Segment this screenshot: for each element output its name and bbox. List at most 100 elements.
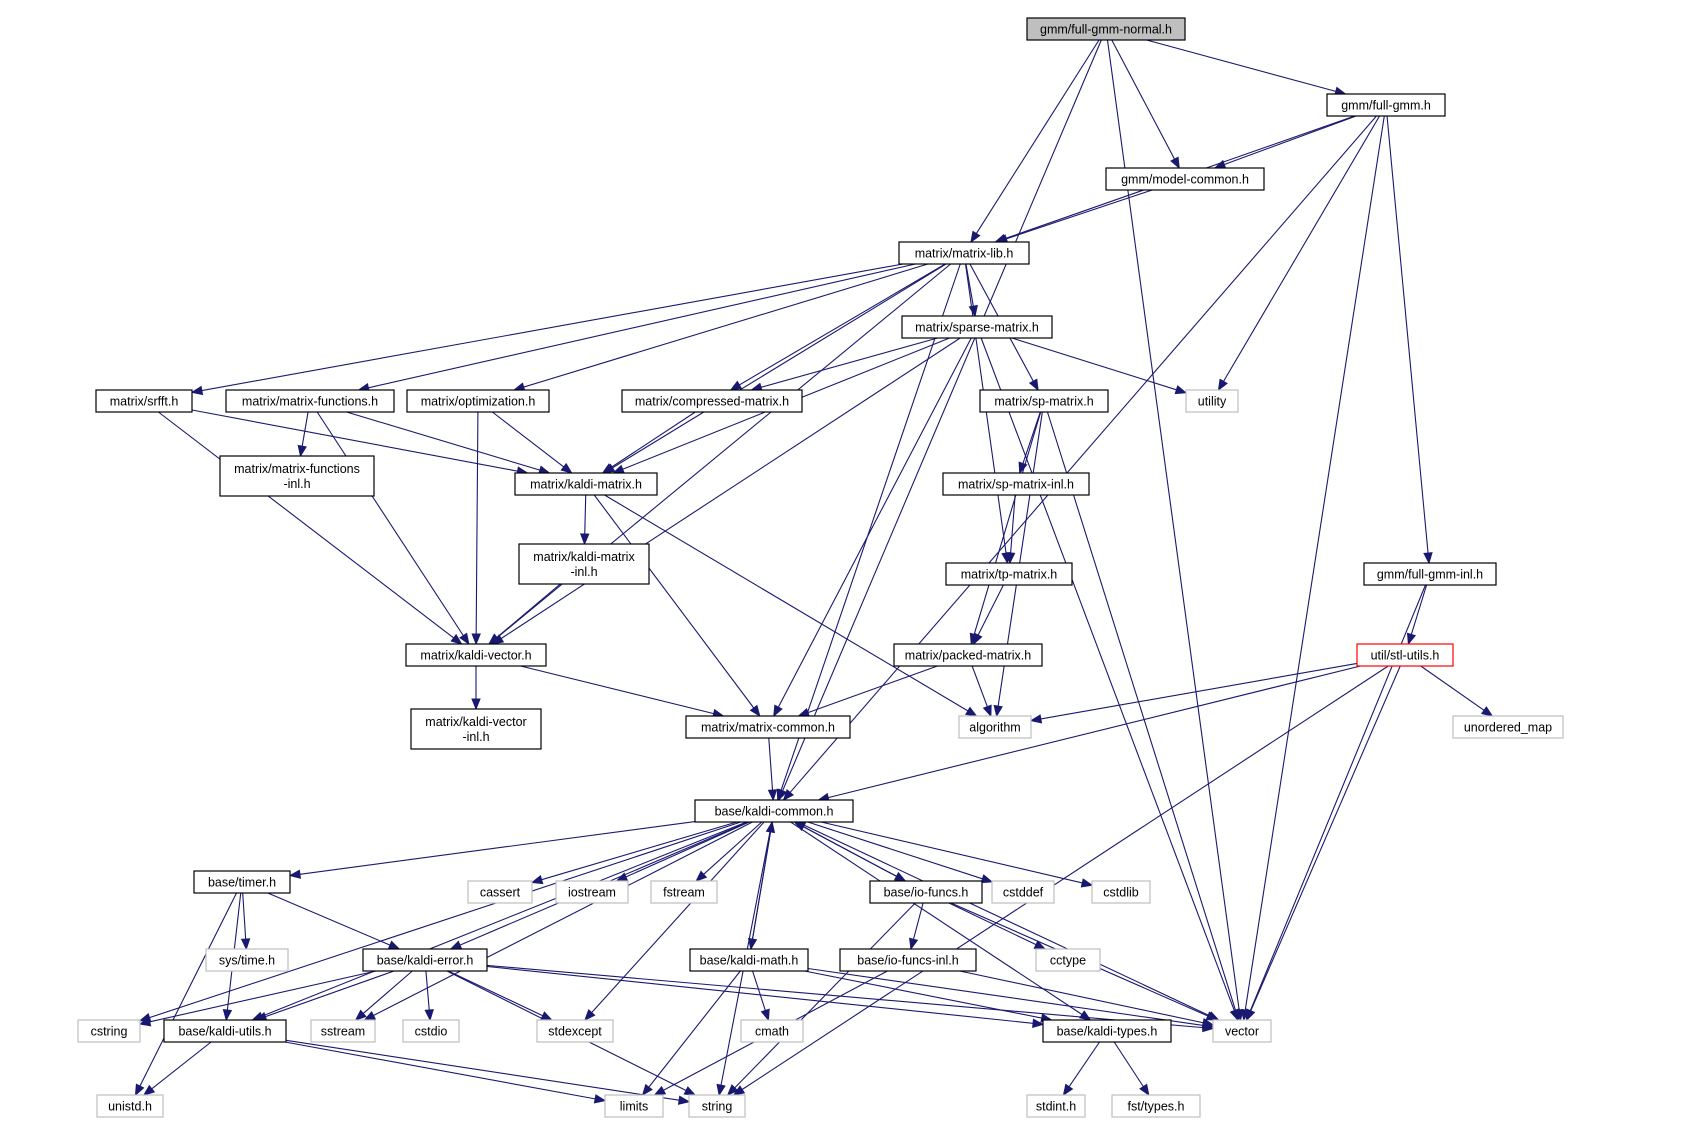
node-box[interactable]	[1026, 17, 1186, 41]
node-cctype[interactable]: cctype	[1035, 948, 1101, 972]
node-algorithm[interactable]: algorithm	[958, 715, 1032, 739]
node-fst-types[interactable]: fst/types.h	[1111, 1094, 1201, 1118]
node-box[interactable]	[1452, 715, 1564, 739]
node-box[interactable]	[1185, 389, 1239, 413]
node-full-gmm-inl[interactable]: gmm/full-gmm-inl.h	[1363, 562, 1497, 586]
node-box[interactable]	[893, 643, 1043, 667]
node-box[interactable]	[1326, 93, 1446, 117]
node-compressed-matrix[interactable]: matrix/compressed-matrix.h	[621, 389, 803, 413]
node-kaldi-common[interactable]: base/kaldi-common.h	[694, 799, 854, 823]
node-box[interactable]	[1363, 562, 1497, 586]
node-full-gmm-normal[interactable]: gmm/full-gmm-normal.h	[1026, 17, 1186, 41]
node-sparse-matrix[interactable]: matrix/sparse-matrix.h	[901, 315, 1053, 339]
node-kaldi-matrix-inl[interactable]: matrix/kaldi-matrix-inl.h	[518, 543, 650, 585]
node-box[interactable]	[1035, 948, 1101, 972]
node-io-funcs[interactable]: base/io-funcs.h	[869, 880, 983, 904]
node-box[interactable]	[467, 880, 533, 904]
node-box[interactable]	[514, 472, 658, 496]
node-srfft[interactable]: matrix/srfft.h	[95, 389, 193, 413]
node-box[interactable]	[979, 389, 1109, 413]
node-box[interactable]	[901, 315, 1053, 339]
node-kaldi-math[interactable]: base/kaldi-math.h	[689, 948, 809, 972]
node-limits[interactable]: limits	[604, 1094, 664, 1118]
node-kaldi-types[interactable]: base/kaldi-types.h	[1042, 1019, 1172, 1043]
node-stl-utils[interactable]: util/stl-utils.h	[1356, 643, 1454, 667]
node-box[interactable]	[1212, 1019, 1272, 1043]
node-kaldi-utils[interactable]: base/kaldi-utils.h	[163, 1019, 287, 1043]
node-full-gmm[interactable]: gmm/full-gmm.h	[1326, 93, 1446, 117]
node-box[interactable]	[95, 389, 193, 413]
node-packed-matrix[interactable]: matrix/packed-matrix.h	[893, 643, 1043, 667]
node-kaldi-error[interactable]: base/kaldi-error.h	[362, 948, 488, 972]
node-box[interactable]	[1356, 643, 1454, 667]
node-box[interactable]	[219, 455, 375, 497]
node-box[interactable]	[555, 880, 629, 904]
node-io-funcs-inl[interactable]: base/io-funcs-inl.h	[839, 948, 977, 972]
node-box[interactable]	[193, 870, 291, 894]
node-box[interactable]	[650, 880, 718, 904]
node-cstddef[interactable]: cstddef	[991, 880, 1055, 904]
node-box[interactable]	[205, 948, 289, 972]
node-matrix-lib[interactable]: matrix/matrix-lib.h	[898, 241, 1030, 265]
node-cstdlib[interactable]: cstdlib	[1091, 880, 1151, 904]
node-vector[interactable]: vector	[1212, 1019, 1272, 1043]
node-sp-matrix-inl[interactable]: matrix/sp-matrix-inl.h	[942, 472, 1090, 496]
node-utility[interactable]: utility	[1185, 389, 1239, 413]
node-box[interactable]	[163, 1019, 287, 1043]
node-box[interactable]	[1042, 1019, 1172, 1043]
node-sstream[interactable]: sstream	[310, 1019, 376, 1043]
node-box[interactable]	[1105, 167, 1265, 191]
node-box[interactable]	[225, 389, 395, 413]
node-cstdio[interactable]: cstdio	[402, 1019, 460, 1043]
node-box[interactable]	[96, 1094, 164, 1118]
node-matrix-functions-inl[interactable]: matrix/matrix-functions-inl.h	[219, 455, 375, 497]
node-iostream[interactable]: iostream	[555, 880, 629, 904]
node-stdexcept[interactable]: stdexcept	[536, 1019, 614, 1043]
node-box[interactable]	[1026, 1094, 1086, 1118]
node-unistd[interactable]: unistd.h	[96, 1094, 164, 1118]
node-sp-matrix[interactable]: matrix/sp-matrix.h	[979, 389, 1109, 413]
node-box[interactable]	[604, 1094, 664, 1118]
node-box[interactable]	[688, 1094, 746, 1118]
node-kaldi-vector[interactable]: matrix/kaldi-vector.h	[405, 643, 547, 667]
node-cmath[interactable]: cmath	[740, 1019, 804, 1043]
node-box[interactable]	[839, 948, 977, 972]
node-fstream[interactable]: fstream	[650, 880, 718, 904]
node-box[interactable]	[991, 880, 1055, 904]
node-box[interactable]	[536, 1019, 614, 1043]
node-box[interactable]	[958, 715, 1032, 739]
node-box[interactable]	[310, 1019, 376, 1043]
node-box[interactable]	[410, 708, 542, 750]
node-box[interactable]	[898, 241, 1030, 265]
node-box[interactable]	[945, 562, 1073, 586]
node-matrix-common[interactable]: matrix/matrix-common.h	[685, 715, 851, 739]
node-box[interactable]	[1091, 880, 1151, 904]
node-timer[interactable]: base/timer.h	[193, 870, 291, 894]
node-cassert[interactable]: cassert	[467, 880, 533, 904]
node-box[interactable]	[694, 799, 854, 823]
node-box[interactable]	[740, 1019, 804, 1043]
node-box[interactable]	[869, 880, 983, 904]
node-box[interactable]	[406, 389, 550, 413]
node-box[interactable]	[405, 643, 547, 667]
node-box[interactable]	[402, 1019, 460, 1043]
node-string[interactable]: string	[688, 1094, 746, 1118]
node-cstring[interactable]: cstring	[77, 1019, 141, 1043]
node-box[interactable]	[518, 543, 650, 585]
node-box[interactable]	[362, 948, 488, 972]
node-box[interactable]	[689, 948, 809, 972]
node-sys-time[interactable]: sys/time.h	[205, 948, 289, 972]
node-box[interactable]	[1111, 1094, 1201, 1118]
node-model-common[interactable]: gmm/model-common.h	[1105, 167, 1265, 191]
node-tp-matrix[interactable]: matrix/tp-matrix.h	[945, 562, 1073, 586]
node-matrix-functions[interactable]: matrix/matrix-functions.h	[225, 389, 395, 413]
node-box[interactable]	[685, 715, 851, 739]
node-kaldi-vector-inl[interactable]: matrix/kaldi-vector-inl.h	[410, 708, 542, 750]
node-optimization[interactable]: matrix/optimization.h	[406, 389, 550, 413]
node-box[interactable]	[77, 1019, 141, 1043]
node-kaldi-matrix[interactable]: matrix/kaldi-matrix.h	[514, 472, 658, 496]
node-box[interactable]	[942, 472, 1090, 496]
node-box[interactable]	[621, 389, 803, 413]
node-unordered_map[interactable]: unordered_map	[1452, 715, 1564, 739]
node-stdint[interactable]: stdint.h	[1026, 1094, 1086, 1118]
